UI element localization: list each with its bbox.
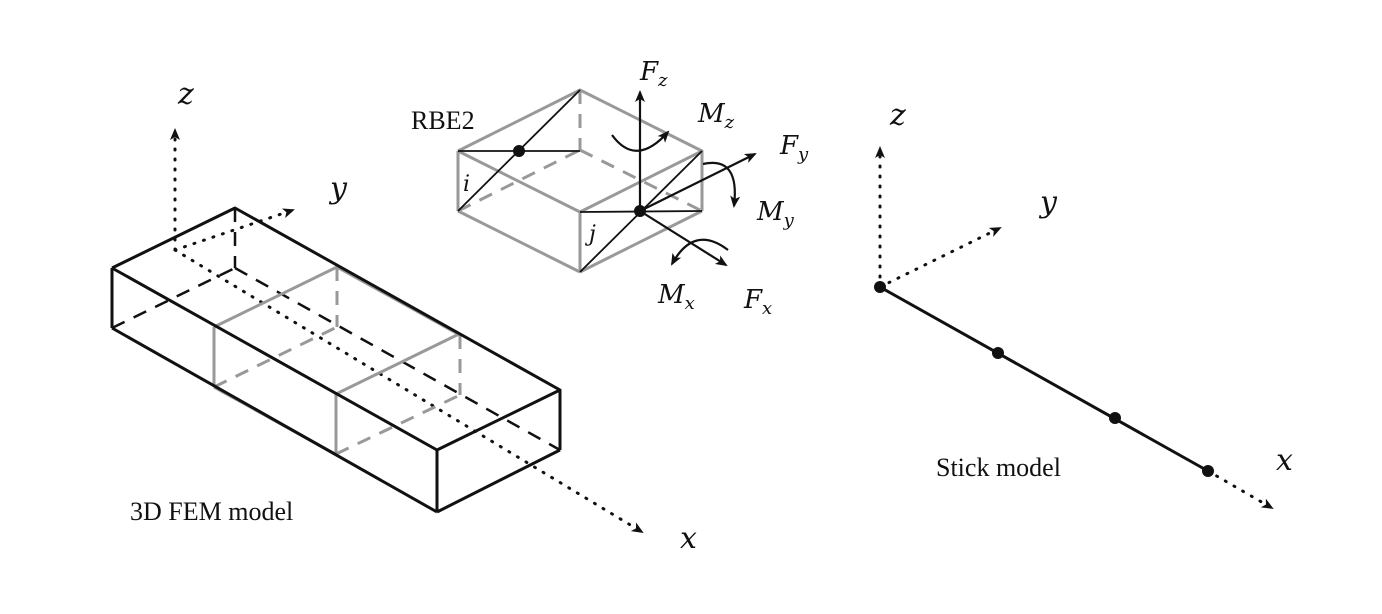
fem-x-axis [173, 248, 644, 534]
fz-label: Fz [639, 57, 668, 91]
fx-arrow [639, 210, 728, 267]
fx-label: Fx [743, 285, 772, 319]
mx-label: Mx [657, 280, 695, 314]
stick-axes [875, 146, 1274, 510]
stick-caption: Stick model [936, 453, 1061, 482]
fy-label: Fy [779, 131, 809, 165]
stick-node [992, 347, 1004, 359]
fem-y-label: y [328, 171, 348, 206]
stick-z-label: z [889, 98, 906, 133]
fem-axes [170, 128, 644, 534]
stick-node [1202, 465, 1214, 477]
stick-node [1109, 412, 1121, 424]
fem-visible-edges [110, 206, 562, 514]
fem-hidden-edges [111, 208, 561, 452]
rbe2-node-j-label: j [584, 222, 596, 247]
rbe2-element: RBE2 i j Fz Mz Fy My Mx Fx [411, 57, 809, 319]
fem-partition-hidden [213, 267, 462, 456]
stick-node [874, 281, 886, 293]
stick-y-axis [878, 226, 1002, 289]
stick-y-label: y [1038, 185, 1058, 220]
mz-label: Mz [697, 99, 735, 133]
fem-z-label: z [177, 77, 194, 112]
my-label: My [756, 197, 795, 231]
fy-arrow [639, 153, 757, 212]
rbe2-node-i-label: i [463, 172, 470, 197]
mz-arc [611, 130, 670, 152]
rbe2-node-i [513, 145, 525, 157]
my-arc [702, 161, 741, 208]
mx-arc [671, 238, 729, 266]
rbe2-moment-arcs [611, 130, 741, 266]
fem-caption: 3D FEM model [130, 497, 293, 526]
fem-model: z y x 3D FEM model [110, 77, 697, 556]
stick-x-axis-ext [1206, 469, 1274, 510]
rbe2-label: RBE2 [411, 106, 475, 135]
fem-y-axis [173, 208, 295, 252]
stick-beam [879, 285, 1209, 473]
rbe2-hidden-edges [457, 90, 703, 213]
fem-x-label: x [680, 521, 697, 556]
stick-x-label: x [1276, 443, 1293, 478]
stick-model: z y x Stick model [874, 98, 1293, 510]
